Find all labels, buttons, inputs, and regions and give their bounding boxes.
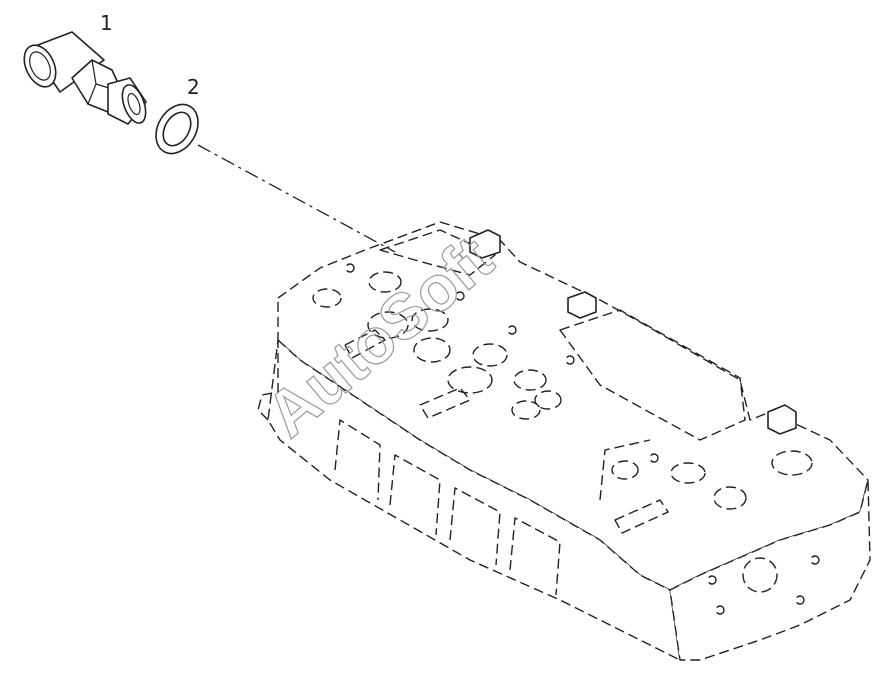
stud xyxy=(345,263,355,273)
port-6 xyxy=(472,343,508,367)
lug-1 xyxy=(469,229,501,259)
port-1 xyxy=(312,288,342,308)
port-8 xyxy=(513,369,547,391)
side-bay-1 xyxy=(334,419,381,501)
stud xyxy=(507,325,517,335)
stud xyxy=(715,605,725,615)
port-4 xyxy=(411,308,449,332)
stud xyxy=(649,453,659,463)
port-14 xyxy=(771,450,813,476)
port-5 xyxy=(413,337,451,363)
slot-2 xyxy=(419,387,471,419)
port-2 xyxy=(368,271,402,293)
side-bay-5 xyxy=(599,439,651,501)
slot-3 xyxy=(614,499,669,534)
port-7 xyxy=(447,366,493,394)
washer-inner xyxy=(162,111,192,147)
port-9 xyxy=(534,390,562,410)
slot-1 xyxy=(344,329,386,359)
cylinder-head-end-face xyxy=(669,479,871,661)
fitting-nose-end xyxy=(121,84,147,124)
stud xyxy=(455,291,465,301)
part-2-washer xyxy=(155,103,199,155)
rocker-boss xyxy=(559,309,746,441)
stud xyxy=(810,555,820,565)
port-11 xyxy=(611,460,639,480)
lug-2 xyxy=(567,291,597,319)
fitting-tube-bore xyxy=(29,51,51,81)
rear-boss xyxy=(379,229,496,276)
fitting-nose-bore xyxy=(127,92,141,116)
stud xyxy=(565,355,575,365)
port-12 xyxy=(670,462,706,484)
stud xyxy=(707,575,717,585)
cylinder-head xyxy=(257,221,871,661)
end-bore xyxy=(742,557,778,593)
port-10 xyxy=(511,400,541,420)
assembly-leader-line xyxy=(197,144,396,253)
port-13 xyxy=(713,486,747,510)
callout-1: 1 xyxy=(100,11,113,35)
stud xyxy=(795,595,805,605)
cylinder-head-left-foot xyxy=(257,340,279,421)
side-bay-2 xyxy=(389,454,441,536)
side-bay-3 xyxy=(449,487,501,566)
callout-2: 2 xyxy=(187,75,200,99)
fitting-tube-end xyxy=(23,44,57,88)
side-bay-4 xyxy=(509,517,561,596)
port-3 xyxy=(367,311,409,339)
lug-3 xyxy=(767,404,797,435)
part-1-fitting xyxy=(23,31,147,125)
